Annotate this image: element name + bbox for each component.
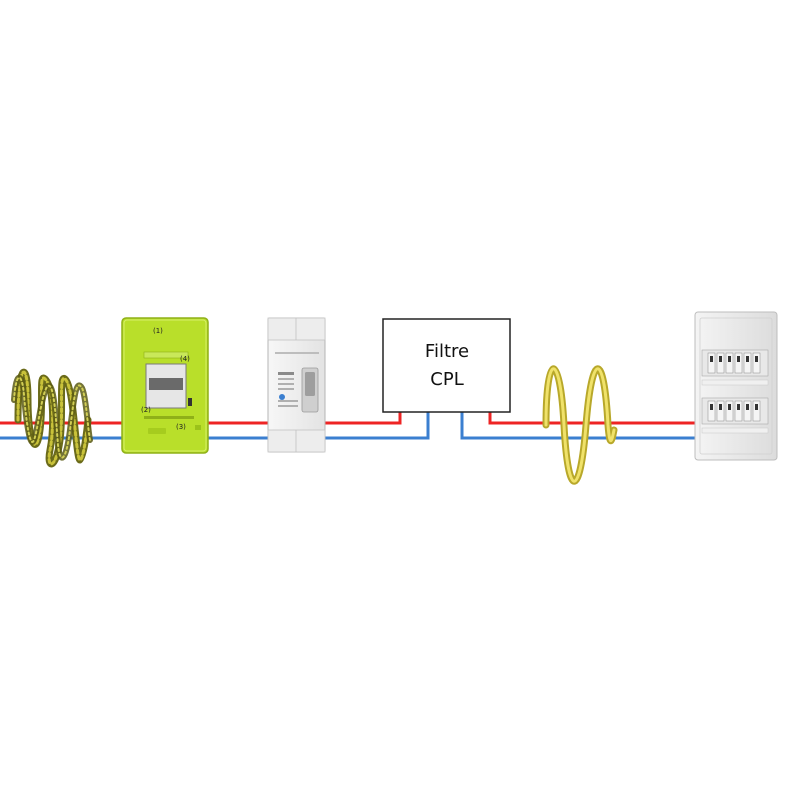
- phase-wire-filter-panel: [488, 412, 695, 425]
- meter-label-4: (4): [180, 355, 190, 363]
- breaker-row-lower: [707, 400, 761, 422]
- phase-wire-breaker-filter: [325, 412, 402, 425]
- filter-label-line1: Filtre: [425, 341, 469, 362]
- breaker-row-upper: [707, 352, 761, 374]
- electric-meter-icon: (1) (4) (2) (3): [121, 317, 209, 454]
- filter-label-line2: CPL: [430, 369, 463, 390]
- neutral-wire-breaker-filter: [325, 412, 430, 440]
- clean-signal-wave-icon: [542, 365, 618, 485]
- wires: [0, 412, 695, 440]
- noisy-signal-wave-icon: [11, 368, 93, 468]
- plc-filter-box: Filtre CPL: [382, 318, 511, 413]
- meter-label-2: (2): [141, 406, 151, 414]
- neutral-wire-filter-panel: [460, 412, 695, 440]
- main-breaker-icon: [267, 317, 326, 453]
- meter-label-1: (1): [153, 327, 163, 335]
- meter-label-3: (3): [176, 423, 186, 431]
- distribution-panel-icon: [694, 311, 778, 461]
